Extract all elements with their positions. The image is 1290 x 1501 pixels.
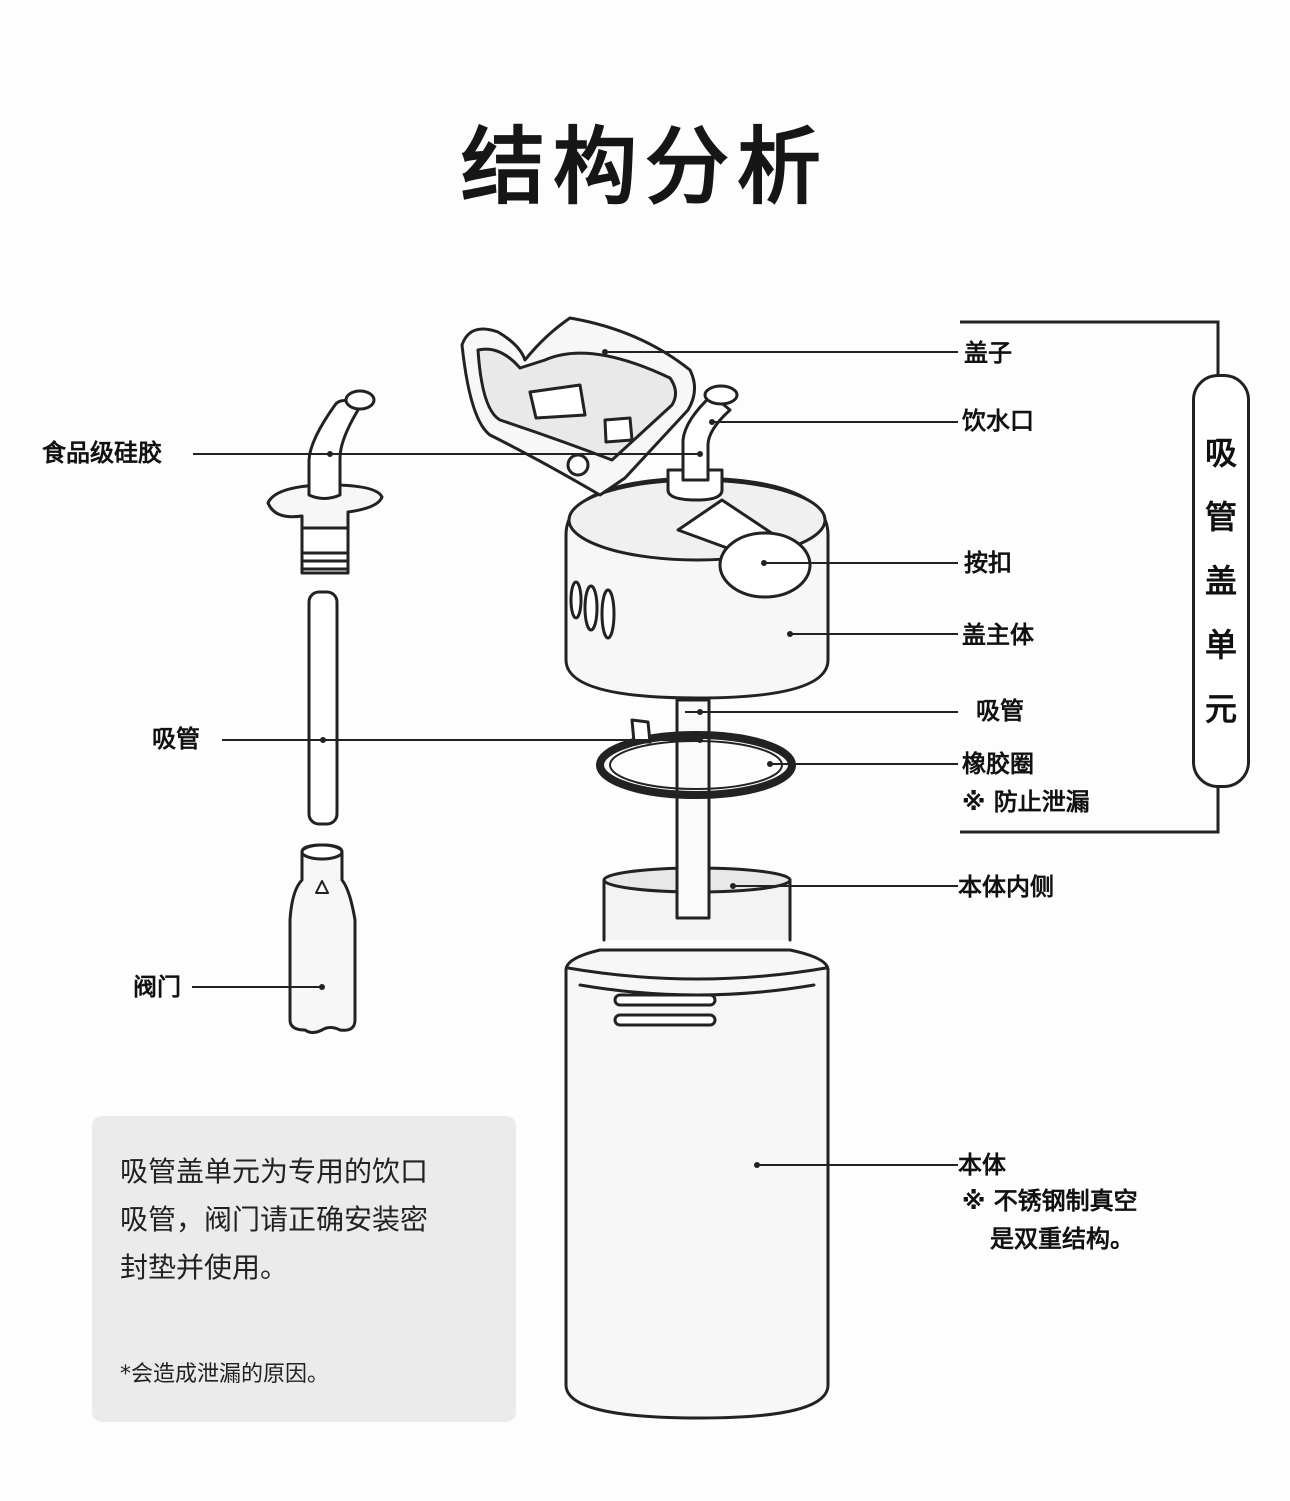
label-body: 本体	[958, 1150, 1006, 1180]
lid-cap	[462, 318, 695, 495]
bottle-body	[566, 868, 828, 1418]
label-inner: 本体内侧	[958, 872, 1054, 902]
info-line: 吸管，阀门请正确安装密	[120, 1196, 488, 1244]
label-silicone: 食品级硅胶	[42, 438, 162, 468]
group-char: 管	[1205, 485, 1237, 549]
label-straw-left: 吸管	[152, 724, 200, 754]
silicone-spout-part	[268, 391, 382, 573]
label-straw-right: 吸管	[976, 696, 1024, 726]
group-label-straw-lid-unit: 吸 管 盖 单 元	[1192, 374, 1250, 788]
valve-part	[290, 845, 355, 1033]
group-char: 单	[1205, 613, 1237, 677]
label-gasket: 橡胶圈	[962, 749, 1034, 779]
straw-part	[309, 592, 337, 824]
label-body-note-2: 是双重结构。	[990, 1224, 1134, 1254]
group-char: 吸	[1205, 421, 1237, 485]
info-footnote: *会造成泄漏的原因。	[120, 1356, 329, 1388]
label-valve: 阀门	[133, 972, 181, 1002]
label-button: 按扣	[964, 548, 1012, 578]
label-lid-body: 盖主体	[962, 620, 1034, 650]
label-spout: 饮水口	[962, 406, 1034, 436]
group-char: 元	[1205, 677, 1237, 741]
info-line: 封垫并使用。	[120, 1244, 488, 1292]
group-char: 盖	[1205, 549, 1237, 613]
label-lid: 盖子	[964, 338, 1012, 368]
info-box: 吸管盖单元为专用的饮口 吸管，阀门请正确安装密 封垫并使用。 *会造成泄漏的原因…	[92, 1116, 516, 1422]
label-gasket-note: ※ 防止泄漏	[962, 787, 1090, 817]
info-line: 吸管盖单元为专用的饮口	[120, 1148, 488, 1196]
label-body-note-1: ※ 不锈钢制真空	[962, 1186, 1138, 1216]
info-text: 吸管盖单元为专用的饮口 吸管，阀门请正确安装密 封垫并使用。	[120, 1148, 488, 1292]
